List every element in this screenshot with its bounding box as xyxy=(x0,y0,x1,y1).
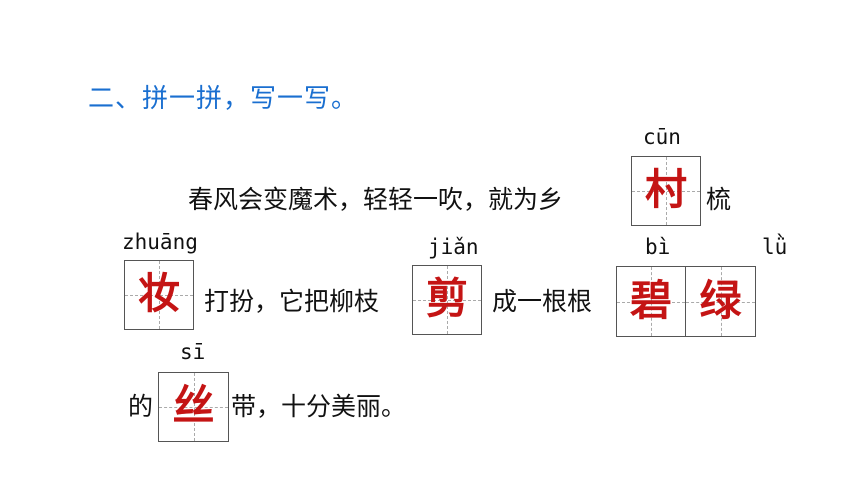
exercise-title: 二、拼一拼，写一写。 xyxy=(88,84,359,114)
passage-line-3a: 的 xyxy=(128,392,154,421)
answer-char-jian: 剪 xyxy=(425,274,468,324)
pinyin-lv: lǜ xyxy=(762,235,788,259)
answer-char-cun: 村 xyxy=(644,165,687,215)
char-box-si[interactable]: 丝 xyxy=(158,372,229,442)
answer-char-lv: 绿 xyxy=(699,275,742,325)
pinyin-bi: bì xyxy=(645,235,671,259)
answer-char-zhuang: 妆 xyxy=(137,269,180,319)
passage-line-1-end: 梳 xyxy=(706,185,732,214)
answer-char-si: 丝 xyxy=(172,381,215,431)
passage-line-1: 春风会变魔术，轻轻一吹，就为乡 xyxy=(188,185,564,214)
pinyin-cun: cūn xyxy=(643,125,681,149)
passage-line-2a: 打扮，它把柳枝 xyxy=(204,287,380,316)
char-box-cun[interactable]: 村 xyxy=(631,156,701,226)
pinyin-jian: jiǎn xyxy=(428,235,479,259)
passage-line-2b: 成一根根 xyxy=(492,287,593,316)
char-box-lv[interactable]: 绿 xyxy=(685,266,756,337)
char-box-bi[interactable]: 碧 xyxy=(616,266,686,337)
char-box-jian[interactable]: 剪 xyxy=(412,265,482,335)
pinyin-zhuang: zhuāng xyxy=(122,230,198,254)
answer-char-bi: 碧 xyxy=(629,275,672,325)
pinyin-si: sī xyxy=(180,340,206,364)
passage-line-3b: 带，十分美丽。 xyxy=(231,392,407,421)
char-box-zhuang[interactable]: 妆 xyxy=(124,260,194,330)
